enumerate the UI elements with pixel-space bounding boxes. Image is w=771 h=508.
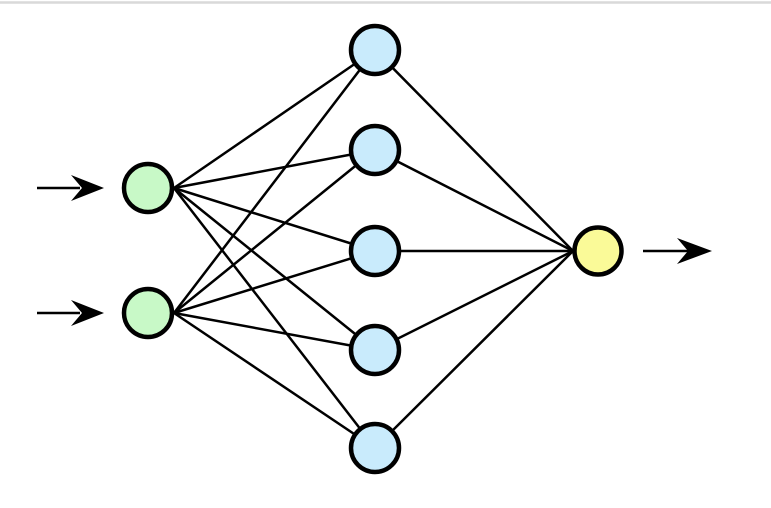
- connection-line: [373, 249, 575, 352]
- connection-line: [172, 186, 377, 253]
- hidden-node: [348, 323, 402, 377]
- arrows-group: [37, 175, 712, 326]
- connection-line: [373, 48, 575, 253]
- hidden-node: [348, 23, 402, 77]
- connection-line: [172, 48, 377, 190]
- input-node: [121, 161, 175, 215]
- connection-line: [172, 311, 377, 352]
- connection-line: [373, 148, 575, 253]
- input-arrow-1: [37, 175, 104, 201]
- connection-line: [172, 186, 377, 352]
- nodes-group: [121, 23, 624, 475]
- hidden-node: [348, 224, 402, 278]
- connection-line: [172, 148, 377, 190]
- connection-line: [172, 311, 377, 450]
- connection-line: [172, 186, 377, 450]
- output-arrow: [643, 238, 712, 264]
- hidden-node: [348, 421, 402, 475]
- connection-line: [373, 249, 575, 450]
- input-arrow-2: [37, 300, 104, 326]
- edges-group: [172, 48, 575, 450]
- input-node: [121, 286, 175, 340]
- connection-line: [172, 148, 377, 315]
- hidden-node: [348, 123, 402, 177]
- output-node: [572, 225, 624, 277]
- connection-line: [172, 48, 377, 315]
- output-arrow-head-icon: [677, 238, 712, 264]
- connection-line: [172, 249, 377, 315]
- input-arrow-1-head-icon: [71, 175, 104, 201]
- input-arrow-2-head-icon: [71, 300, 104, 326]
